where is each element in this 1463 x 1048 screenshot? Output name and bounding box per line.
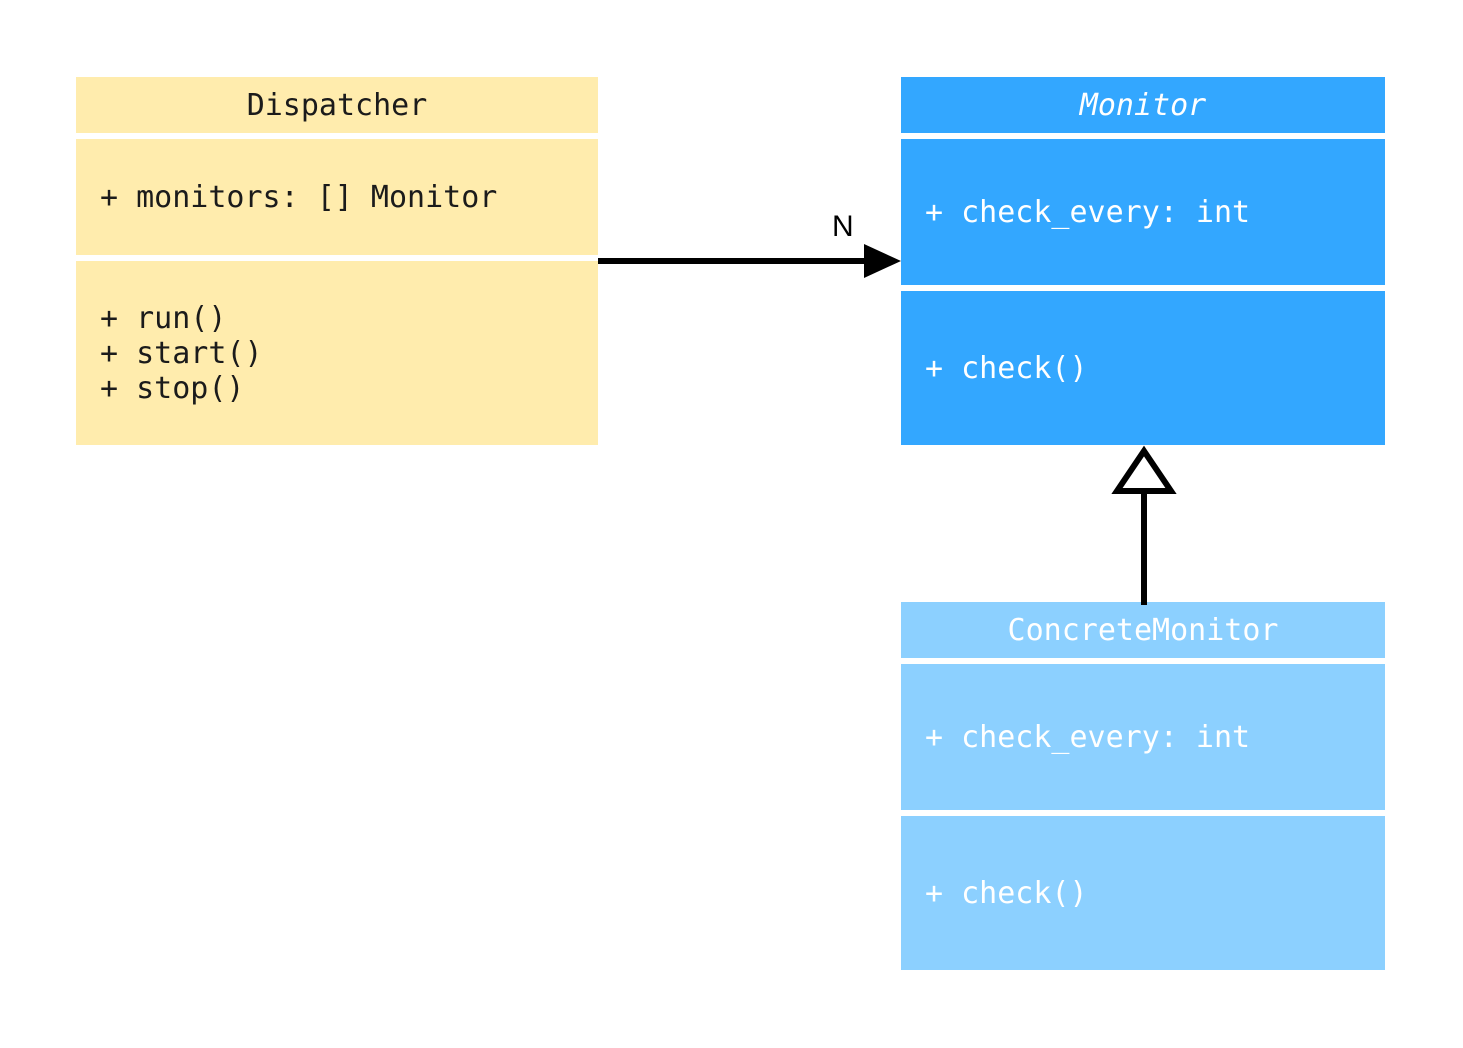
class-box-concrete-monitor[interactable]: ConcreteMonitor + check_every: int + che… [901,602,1385,970]
class-name-concrete-monitor: ConcreteMonitor [1007,612,1279,648]
class-box-dispatcher[interactable]: Dispatcher + monitors: [] Monitor + run(… [76,77,598,445]
generalization-concrete-monitor-monitor [1111,445,1177,605]
method-row: + run() [100,300,227,336]
class-header-dispatcher: Dispatcher [76,77,598,133]
class-name-monitor: Monitor [1079,87,1207,123]
attribute-row: + check_every: int [925,194,1251,230]
class-name-dispatcher: Dispatcher [246,87,428,123]
method-row: + stop() [100,370,245,406]
class-methods-concrete-monitor: + check() [901,816,1385,970]
association-multiplicity-label: N [832,210,854,243]
solid-triangle-arrowhead-icon [864,244,901,278]
attribute-row: + check_every: int [925,719,1251,755]
method-row: + start() [100,335,263,371]
hollow-triangle-arrowhead-icon [1111,445,1177,494]
method-row: + check() [925,875,1088,911]
class-methods-monitor: + check() [901,291,1385,445]
class-box-monitor[interactable]: Monitor + check_every: int + check() [901,77,1385,445]
attribute-row: + monitors: [] Monitor [100,179,498,215]
class-attributes-dispatcher: + monitors: [] Monitor [76,139,598,255]
method-row: + check() [925,350,1088,386]
class-header-concrete-monitor: ConcreteMonitor [901,602,1385,658]
class-header-monitor: Monitor [901,77,1385,133]
class-attributes-concrete-monitor: + check_every: int [901,664,1385,810]
class-methods-dispatcher: + run() + start() + stop() [76,261,598,445]
association-dispatcher-monitor [598,244,901,278]
class-attributes-monitor: + check_every: int [901,139,1385,285]
